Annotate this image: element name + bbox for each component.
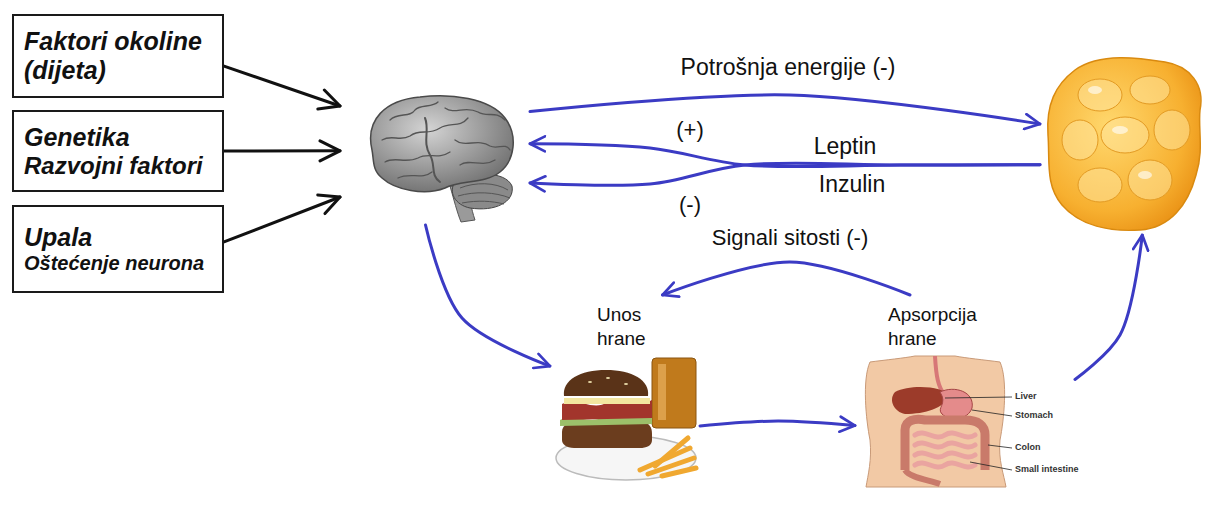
fat-tissue-illustration [1078,168,1122,202]
fat-tissue-illustration [1154,110,1190,150]
digestive-system-illustration [905,470,940,484]
influence-arrow [224,66,340,106]
brain-illustration [390,102,438,120]
box-text: Razvojni faktori [24,152,212,180]
food-illustration [564,370,648,396]
brain-illustration [425,118,440,182]
brain-illustration [398,172,432,178]
factor-box: GenetikaRazvojni faktori [12,110,224,192]
box-text: Faktori okoline (dijeta) [24,27,212,85]
box-text: Genetika [24,123,212,152]
organ-label: Colon [1015,443,1041,453]
edge-label: Potrošnja energije (-) [678,55,899,80]
food-intake-node: Unos hrane [550,295,700,482]
brain-illustration [371,96,514,222]
brain-illustration [371,96,514,192]
organ-label: Small intestine [1015,465,1079,475]
digestive-system-illustration [865,356,1006,487]
brain-illustration [455,140,510,150]
factor-box: Faktori okoline (dijeta) [12,14,224,98]
digestive-system-illustration [970,462,1012,470]
influence-arrow [224,149,340,152]
organ-label: Liver [1015,392,1037,402]
edge-label: (+) [673,118,707,142]
food-illustration [606,377,610,379]
digestive-system-illustration [915,433,975,437]
fat-tissue-node [1040,50,1205,235]
picture-caption: Unos hrane [597,303,657,351]
fat-tissue-illustration [1130,76,1170,104]
brain-illustration [382,102,510,182]
energy-arrow [530,95,1040,124]
flow-arrow [700,421,855,426]
food-illustration [564,398,650,404]
box-text: Oštećenje neurona [24,252,212,275]
digestive-system-illustration [988,445,1012,448]
fat-tissue-illustration [1062,120,1098,160]
fat-tissue-illustration [1078,79,1122,111]
hormone-arrow [530,163,1040,185]
fat-tissue-illustration [1062,76,1190,202]
food-illustration [652,358,696,428]
brain-illustration [460,160,495,165]
digestive-system-illustration [915,443,975,447]
brain-illustration [462,201,504,204]
fat-tissue-illustration [1138,171,1152,179]
food-illustration [556,358,696,480]
fat-tissue-illustration [1048,58,1201,231]
food-illustration [640,438,696,476]
brain-illustration [458,193,510,198]
box-text: Upala [24,223,212,252]
food-illustration [658,364,666,420]
factor-box: UpalaOštećenje neurona [12,205,224,293]
digestion-node: Apsorpcija hrane [855,295,1075,487]
brain-illustration [460,184,508,190]
fat-tissue-illustration [1088,86,1102,94]
connector-group [224,66,1142,426]
digestive-system-illustration [892,387,948,414]
food-illustration [655,438,688,466]
digestive-system-illustration [865,356,1012,487]
brain-illustration [445,108,505,120]
fat-tissue-illustration [1112,126,1128,134]
digestive-system-illustration [915,463,975,467]
edge-label: (-) [676,193,704,217]
digestive-system-illustration [945,397,1012,470]
digestive-system-illustration [945,397,1012,398]
digestive-system-illustration [972,410,1012,416]
fat-tissue-illustration [1128,160,1172,200]
food-illustration [662,468,696,476]
food-illustration [562,422,652,448]
organ-label: Stomach [1015,411,1053,421]
edge-label: Signali sitosti (-) [709,226,871,250]
digestive-system-illustration [940,389,972,419]
hormone-label: Inzulin [819,172,885,197]
satiety-arrow [663,262,911,295]
food-illustration [624,383,628,385]
hormone-label: Leptin [814,134,877,159]
brain-illustration [385,152,450,162]
food-illustration [588,377,628,385]
brain-node [340,85,530,225]
influence-arrow [224,197,340,242]
food-illustration [588,381,592,383]
fat-tissue-illustration [1088,86,1152,179]
digestive-system-illustration [915,433,975,467]
flow-arrow [1075,235,1142,379]
digestive-system-illustration [915,453,975,457]
picture-caption: Apsorpcija hrane [888,303,983,351]
fat-tissue-illustration [1048,58,1201,231]
brain-illustration [458,184,510,204]
flow-arrow [426,225,551,366]
fat-tissue-illustration [1101,117,1149,153]
